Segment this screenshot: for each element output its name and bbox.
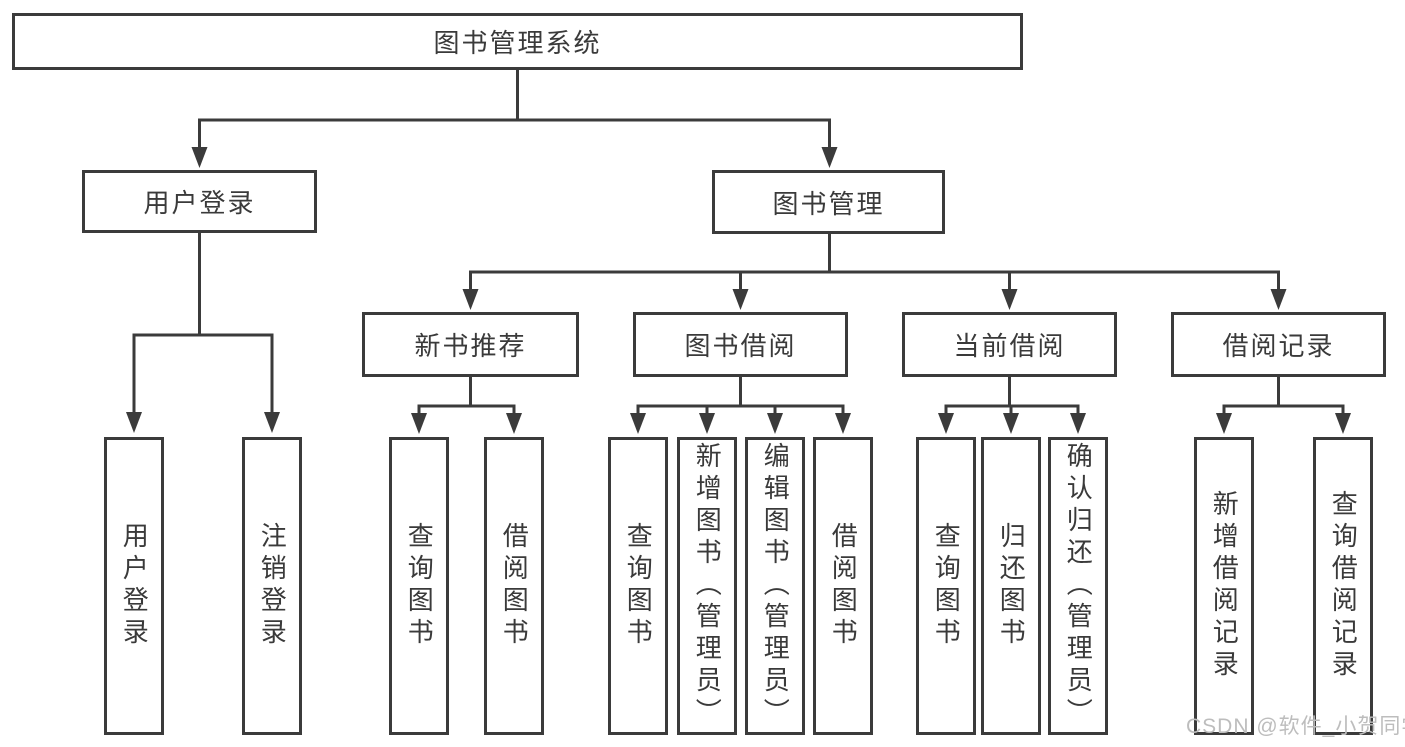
node-borrowing-records: 借阅记录 [1171,312,1386,377]
leaf-user-login: 用户登录 [104,437,164,735]
leaf-borrow-book: 借阅图书 [813,437,873,735]
leaf-label: 借阅图书 [499,522,530,650]
node-root-system: 图书管理系统 [12,13,1023,70]
node-book-borrowing: 图书借阅 [633,312,848,377]
arrow-down-icon [630,413,646,434]
arrow-down-icon [1001,289,1018,310]
arrow-down-icon [835,413,851,434]
leaf-label: 查询图书 [404,522,435,650]
leaf-confirm-return-admin: 确认归还（管理员） [1048,437,1108,735]
leaf-label: 用户登录 [119,522,150,650]
node-book-management: 图书管理 [712,170,945,234]
node-user-login: 用户登录 [82,170,317,233]
arrow-down-icon [767,413,783,434]
arrow-down-icon [506,413,522,434]
arrow-down-icon [411,413,427,434]
leaf-return-book: 归还图书 [981,437,1041,735]
arrow-down-icon [938,413,954,434]
arrow-down-icon [191,147,208,168]
leaf-label: 查询图书 [931,522,962,650]
leaf-add-borrow-record: 新增借阅记录 [1194,437,1254,735]
arrow-down-icon [126,412,142,433]
leaf-query-book-current: 查询图书 [916,437,976,735]
node-label: 图书借阅 [684,331,797,361]
arrow-down-icon [264,412,280,433]
leaf-borrow-book-recommend: 借阅图书 [484,437,544,735]
node-label: 当前借阅 [953,331,1066,361]
leaf-label: 新增图书（管理员） [692,442,723,730]
node-label: 图书管理 [772,188,885,219]
arrow-down-icon [732,289,749,310]
arrow-down-icon [1335,413,1351,434]
leaf-add-book-admin: 新增图书（管理员） [677,437,737,735]
arrow-down-icon [462,289,479,310]
arrow-down-icon [1003,413,1019,434]
arrow-down-icon [821,147,838,168]
leaf-label: 新增借阅记录 [1209,490,1240,682]
arrow-down-icon [699,413,715,434]
csdn-watermark: CSDN @软件_小贺同学 [1186,715,1405,738]
arrow-down-icon [1070,413,1086,434]
leaf-query-book-recommend: 查询图书 [389,437,449,735]
leaf-logout: 注销登录 [242,437,302,735]
leaf-query-book-borrowing: 查询图书 [608,437,668,735]
leaf-label: 查询借阅记录 [1328,490,1359,682]
node-label: 借阅记录 [1222,331,1335,361]
leaf-query-borrow-record: 查询借阅记录 [1313,437,1373,735]
leaf-label: 注销登录 [257,522,288,650]
leaf-label: 归还图书 [996,522,1027,650]
node-label: 用户登录 [143,188,256,218]
node-current-borrowing: 当前借阅 [902,312,1117,377]
leaf-edit-book-admin: 编辑图书（管理员） [745,437,805,735]
node-label: 图书管理系统 [433,28,602,58]
leaf-label: 编辑图书（管理员） [760,442,791,730]
node-new-book-recommend: 新书推荐 [362,312,579,377]
node-label: 新书推荐 [414,331,527,361]
leaf-label: 确认归还（管理员） [1063,442,1094,730]
leaf-label: 借阅图书 [828,522,859,650]
arrow-down-icon [1216,413,1232,434]
arrow-down-icon [1270,289,1287,310]
leaf-label: 查询图书 [623,522,654,650]
